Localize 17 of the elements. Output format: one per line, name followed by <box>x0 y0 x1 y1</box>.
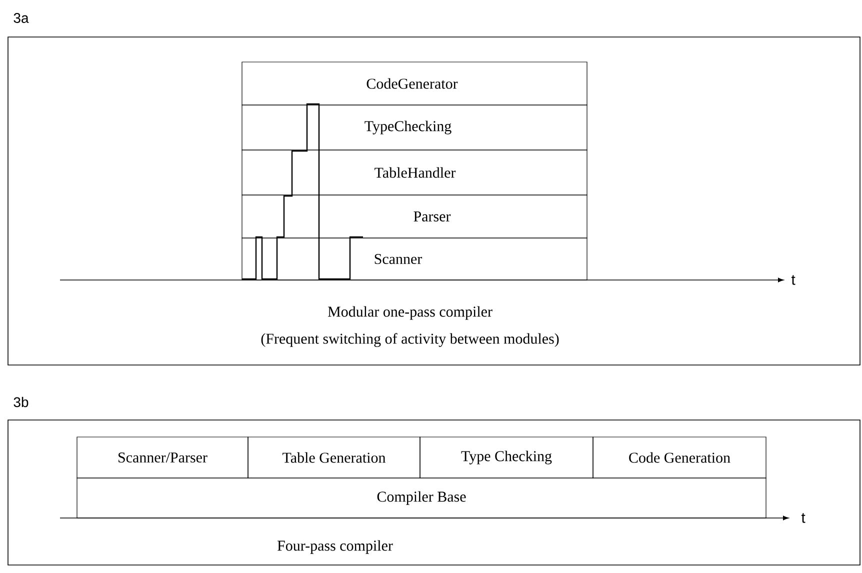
axis-label: t <box>791 275 796 285</box>
layer-box: CodeGenerator <box>242 62 588 106</box>
pass-box: Table Generation <box>248 436 420 478</box>
layer-box: Parser <box>242 194 588 238</box>
panel-text: Modular one-pass compiler <box>328 306 492 320</box>
layer-box: TypeChecking <box>242 104 588 150</box>
axis-label: t <box>801 513 806 523</box>
layer-box: TableHandler <box>242 150 588 196</box>
panel-text: (Frequent switching of activity between modules) <box>261 333 559 347</box>
pass-box: Type Checking <box>420 436 594 478</box>
pass-box: Compiler Base <box>76 478 766 518</box>
panel-text: Four-pass compiler <box>277 540 393 554</box>
panel-heading: 3a <box>14 13 29 23</box>
pass-box: Code Generation <box>592 436 766 478</box>
layer-box: Scanner <box>242 238 588 280</box>
pass-box: Scanner/Parser <box>76 436 248 478</box>
panel-heading: 3b <box>14 396 28 408</box>
